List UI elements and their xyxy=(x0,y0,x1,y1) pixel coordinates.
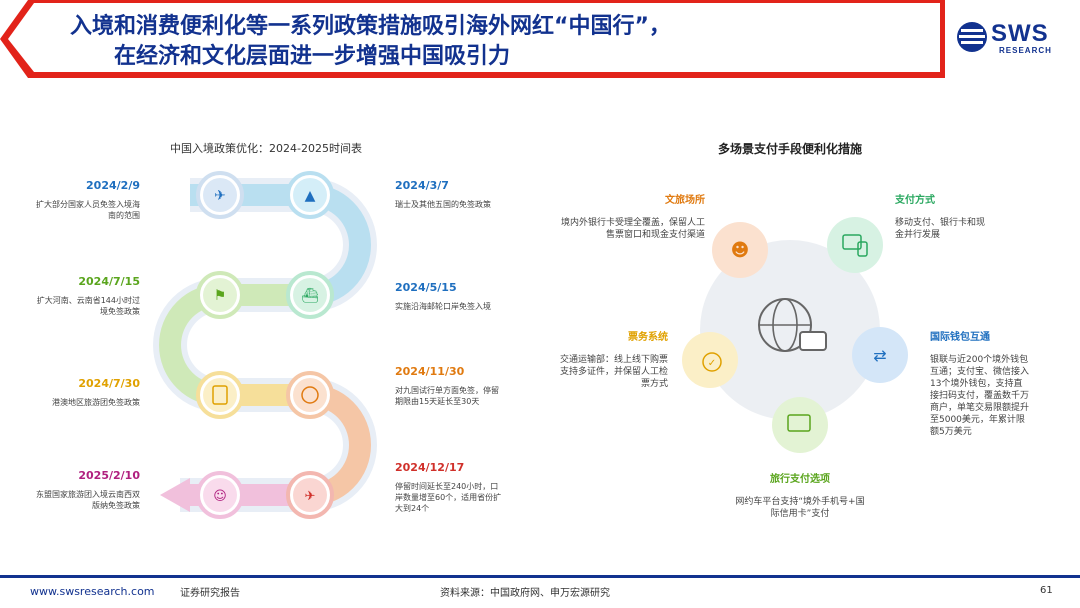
ticket-check-icon: ✓ xyxy=(682,332,738,388)
category-international-wallets: 国际钱包互通 银联与近200个境外钱包互通；支付宝、微信接入13个境外钱包，支持… xyxy=(930,332,1030,438)
event-text: 扩大部分国家人员免签入境海南的范围 xyxy=(36,200,140,220)
event-date: 2024/5/15 xyxy=(395,281,457,294)
category-heading: 支付方式 xyxy=(895,195,935,206)
category-heading: 票务系统 xyxy=(628,332,668,343)
event-2024-5-15: 2024/5/15 实施沿海邮轮口岸免签入境 xyxy=(395,282,515,312)
svg-text:▲: ▲ xyxy=(305,188,316,204)
event-text: 扩大河南、云南省144小时过境免签政策 xyxy=(36,296,140,316)
sws-globe-icon xyxy=(957,22,987,52)
logo-text: SWS xyxy=(991,20,1049,47)
event-2024-7-15: 2024/7/15 扩大河南、云南省144小时过境免签政策 xyxy=(30,276,140,317)
event-text: 实施沿海邮轮口岸免签入境 xyxy=(395,302,491,311)
event-date: 2024/11/30 xyxy=(395,365,465,378)
category-heading: 文旅场所 xyxy=(665,195,705,206)
footer-website-link[interactable]: www.swsresearch.com xyxy=(30,585,155,598)
title-line-1: 入境和消费便利化等一系列政策措施吸引海外网红“中国行”， xyxy=(70,14,671,39)
event-2024-12-17: 2024/12/17 停留时间延长至240小时，口岸数量增至60个，适用省份扩大… xyxy=(395,462,505,514)
event-2024-2-9: 2024/2/9 扩大部分国家人员免签入境海南的范围 xyxy=(30,180,140,221)
event-date: 2024/7/30 xyxy=(78,377,140,390)
event-2025-2-10: 2025/2/10 东盟国家旅游团入境云南西双版纳免签政策 xyxy=(30,470,140,511)
svg-text:✈: ✈ xyxy=(305,489,316,504)
category-text: 银联与近200个境外钱包互通；支付宝、微信接入13个境外钱包，支持直接扫码支付，… xyxy=(930,355,1030,437)
footer-source: 资料来源：中国政府网、申万宏源研究 xyxy=(440,588,610,599)
event-date: 2024/3/7 xyxy=(395,179,449,192)
header-banner xyxy=(0,0,945,78)
wallet-exchange-icon: ⇄ xyxy=(852,327,908,383)
event-text: 港澳地区旅游团免签政策 xyxy=(52,398,140,407)
logo-subtext: RESEARCH xyxy=(999,46,1052,55)
category-heading: 旅行支付选项 xyxy=(770,474,830,485)
svg-text:☺: ☺ xyxy=(213,489,227,504)
event-text: 停留时间延长至240小时，口岸数量增至60个，适用省份扩大到24个 xyxy=(395,482,502,513)
event-text: 对九国试行单方面免签，停留期限由15天延长至30天 xyxy=(395,386,499,406)
category-text: 交通运输部：线上线下购票支持多证件，并保留人工检票方式 xyxy=(560,355,669,389)
travel-card-icon xyxy=(772,397,828,453)
category-text: 境内外银行卡受理全覆盖，保留人工售票窗口和现金支付渠道 xyxy=(560,218,705,240)
timeline-title: 中国入境政策优化：2024-2025时间表 xyxy=(170,142,362,155)
passport-icon xyxy=(196,371,244,419)
hiker-icon: ⚑ xyxy=(196,271,244,319)
category-travel-payment: 旅行支付选项 网约车平台支持“境外手机号+国际信用卡”支付 xyxy=(735,474,865,520)
category-heading: 国际钱包互通 xyxy=(930,332,990,343)
tourist-group-icon: ☺ xyxy=(196,471,244,519)
page-title: 入境和消费便利化等一系列政策措施吸引海外网红“中国行”， 在经济和文化层面进一步… xyxy=(70,12,930,72)
payments-title: 多场景支付手段便利化措施 xyxy=(718,142,863,156)
event-date: 2024/7/15 xyxy=(78,275,140,288)
category-ticketing-system: 票务系统 交通运输部：线上线下购票支持多证件，并保留人工检票方式 xyxy=(560,332,668,390)
airplane-ticket-icon: ✈ xyxy=(286,471,334,519)
event-2024-7-30: 2024/7/30 港澳地区旅游团免签政策 xyxy=(30,378,140,408)
globe-wallet-icon xyxy=(758,298,827,352)
globe-passport-icon xyxy=(286,371,334,419)
category-cultural-venues: 文旅场所 境内外银行卡受理全覆盖，保留人工售票窗口和现金支付渠道 xyxy=(560,195,705,241)
event-2024-3-7: 2024/3/7 瑞士及其他五国的免签政策 xyxy=(395,180,505,210)
svg-text:⇄: ⇄ xyxy=(873,346,886,365)
svg-text:✈: ✈ xyxy=(214,188,226,204)
page-number: 61 xyxy=(1040,585,1053,596)
svg-text:⛴: ⛴ xyxy=(301,288,319,304)
title-line-2: 在经济和文化层面进一步增强中国吸引力 xyxy=(114,44,511,69)
venue-staff-icon: ☻ xyxy=(712,222,768,278)
card-phone-icon xyxy=(827,217,883,273)
cruise-ship-icon: ⛴ xyxy=(286,271,334,319)
landmark-icon: ▲ xyxy=(286,171,334,219)
svg-text:✓: ✓ xyxy=(708,358,716,369)
event-date: 2025/2/10 xyxy=(78,469,140,482)
footer-divider xyxy=(0,575,1080,578)
payments-diagram: ☻ ✓ ⇄ xyxy=(682,217,908,453)
event-date: 2024/12/17 xyxy=(395,461,465,474)
category-text: 移动支付、银行卡和现金并行发展 xyxy=(895,218,986,240)
travel-icon: ✈ xyxy=(196,171,244,219)
event-date: 2024/2/9 xyxy=(86,179,140,192)
svg-text:⚑: ⚑ xyxy=(214,288,227,304)
event-2024-11-30: 2024/11/30 对九国试行单方面免签，停留期限由15天延长至30天 xyxy=(395,366,505,407)
event-text: 瑞士及其他五国的免签政策 xyxy=(395,200,491,209)
sws-logo: SWS RESEARCH xyxy=(955,20,1065,60)
category-payment-methods: 支付方式 移动支付、银行卡和现金并行发展 xyxy=(895,195,990,241)
svg-text:☻: ☻ xyxy=(731,240,750,261)
category-text: 网约车平台支持“境外手机号+国际信用卡”支付 xyxy=(735,497,865,519)
event-text: 东盟国家旅游团入境云南西双版纳免签政策 xyxy=(36,490,140,510)
timeline-path: ✈ ▲ ⚑ ⛴ ☺ ✈ xyxy=(153,171,377,519)
footer-report-type: 证券研究报告 xyxy=(180,588,240,599)
